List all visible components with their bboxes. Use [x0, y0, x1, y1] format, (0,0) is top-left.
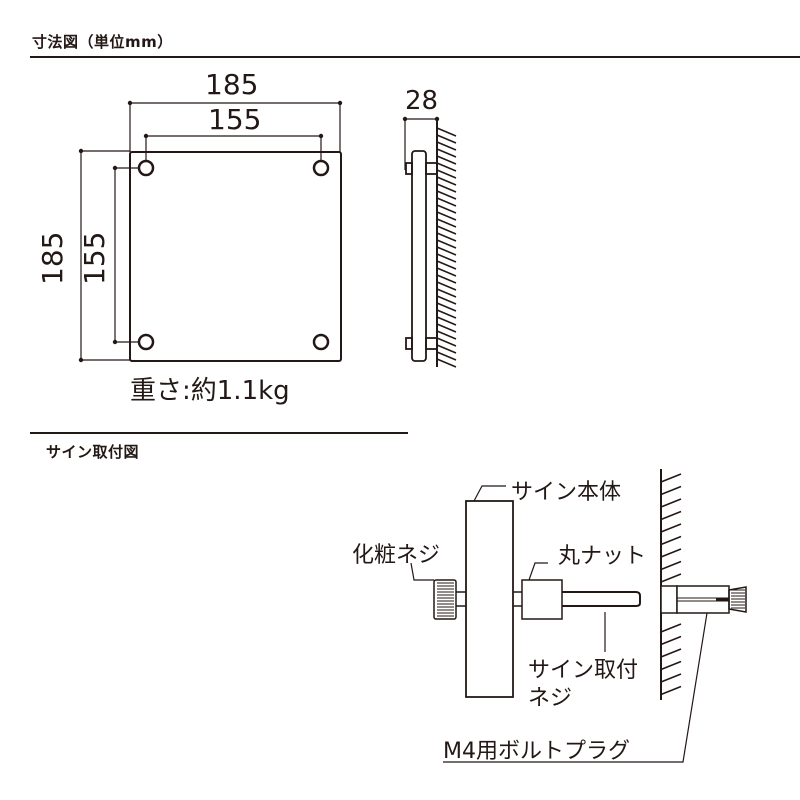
sign-body [465, 500, 514, 698]
label-bolt-plug: M4用ボルトプラグ [443, 739, 630, 764]
dimensions-section-title: 寸法図（単位mm） [32, 33, 173, 51]
decorative-screw [433, 579, 466, 620]
weight-label: 重さ:約1.1kg [130, 376, 290, 406]
dim-height-pitch [114, 167, 139, 343]
dim-label-width-pitch: 155 [208, 103, 262, 136]
round-nut [513, 579, 563, 620]
dim-label-height-pitch: 155 [78, 231, 111, 285]
front-view-plate [129, 151, 342, 362]
dimensions-section-rule [30, 56, 800, 58]
bolt-plug [660, 585, 747, 614]
dim-label-width-overall: 185 [205, 68, 259, 101]
mounting-section-title: サイン取付図 [46, 443, 140, 461]
leader-lines [410, 485, 708, 763]
dim-width-pitch [145, 135, 322, 161]
dim-height-overall [80, 150, 130, 361]
label-mounting-screw-1: サイン取付 [528, 658, 639, 683]
mounting-screw [562, 591, 641, 607]
label-round-nut: 丸ナット [558, 544, 647, 569]
dim-width-overall [129, 102, 341, 152]
mounting-section-rule [30, 432, 408, 434]
label-decorative-screw: 化粧ネジ [352, 543, 441, 568]
dim-label-height-overall: 185 [36, 231, 69, 285]
label-mounting-screw-2: ネジ [528, 686, 573, 711]
dim-label-depth: 28 [405, 86, 439, 116]
wall-hatch-side [436, 127, 457, 368]
label-sign-body: サイン本体 [511, 480, 622, 505]
side-view [404, 118, 438, 367]
